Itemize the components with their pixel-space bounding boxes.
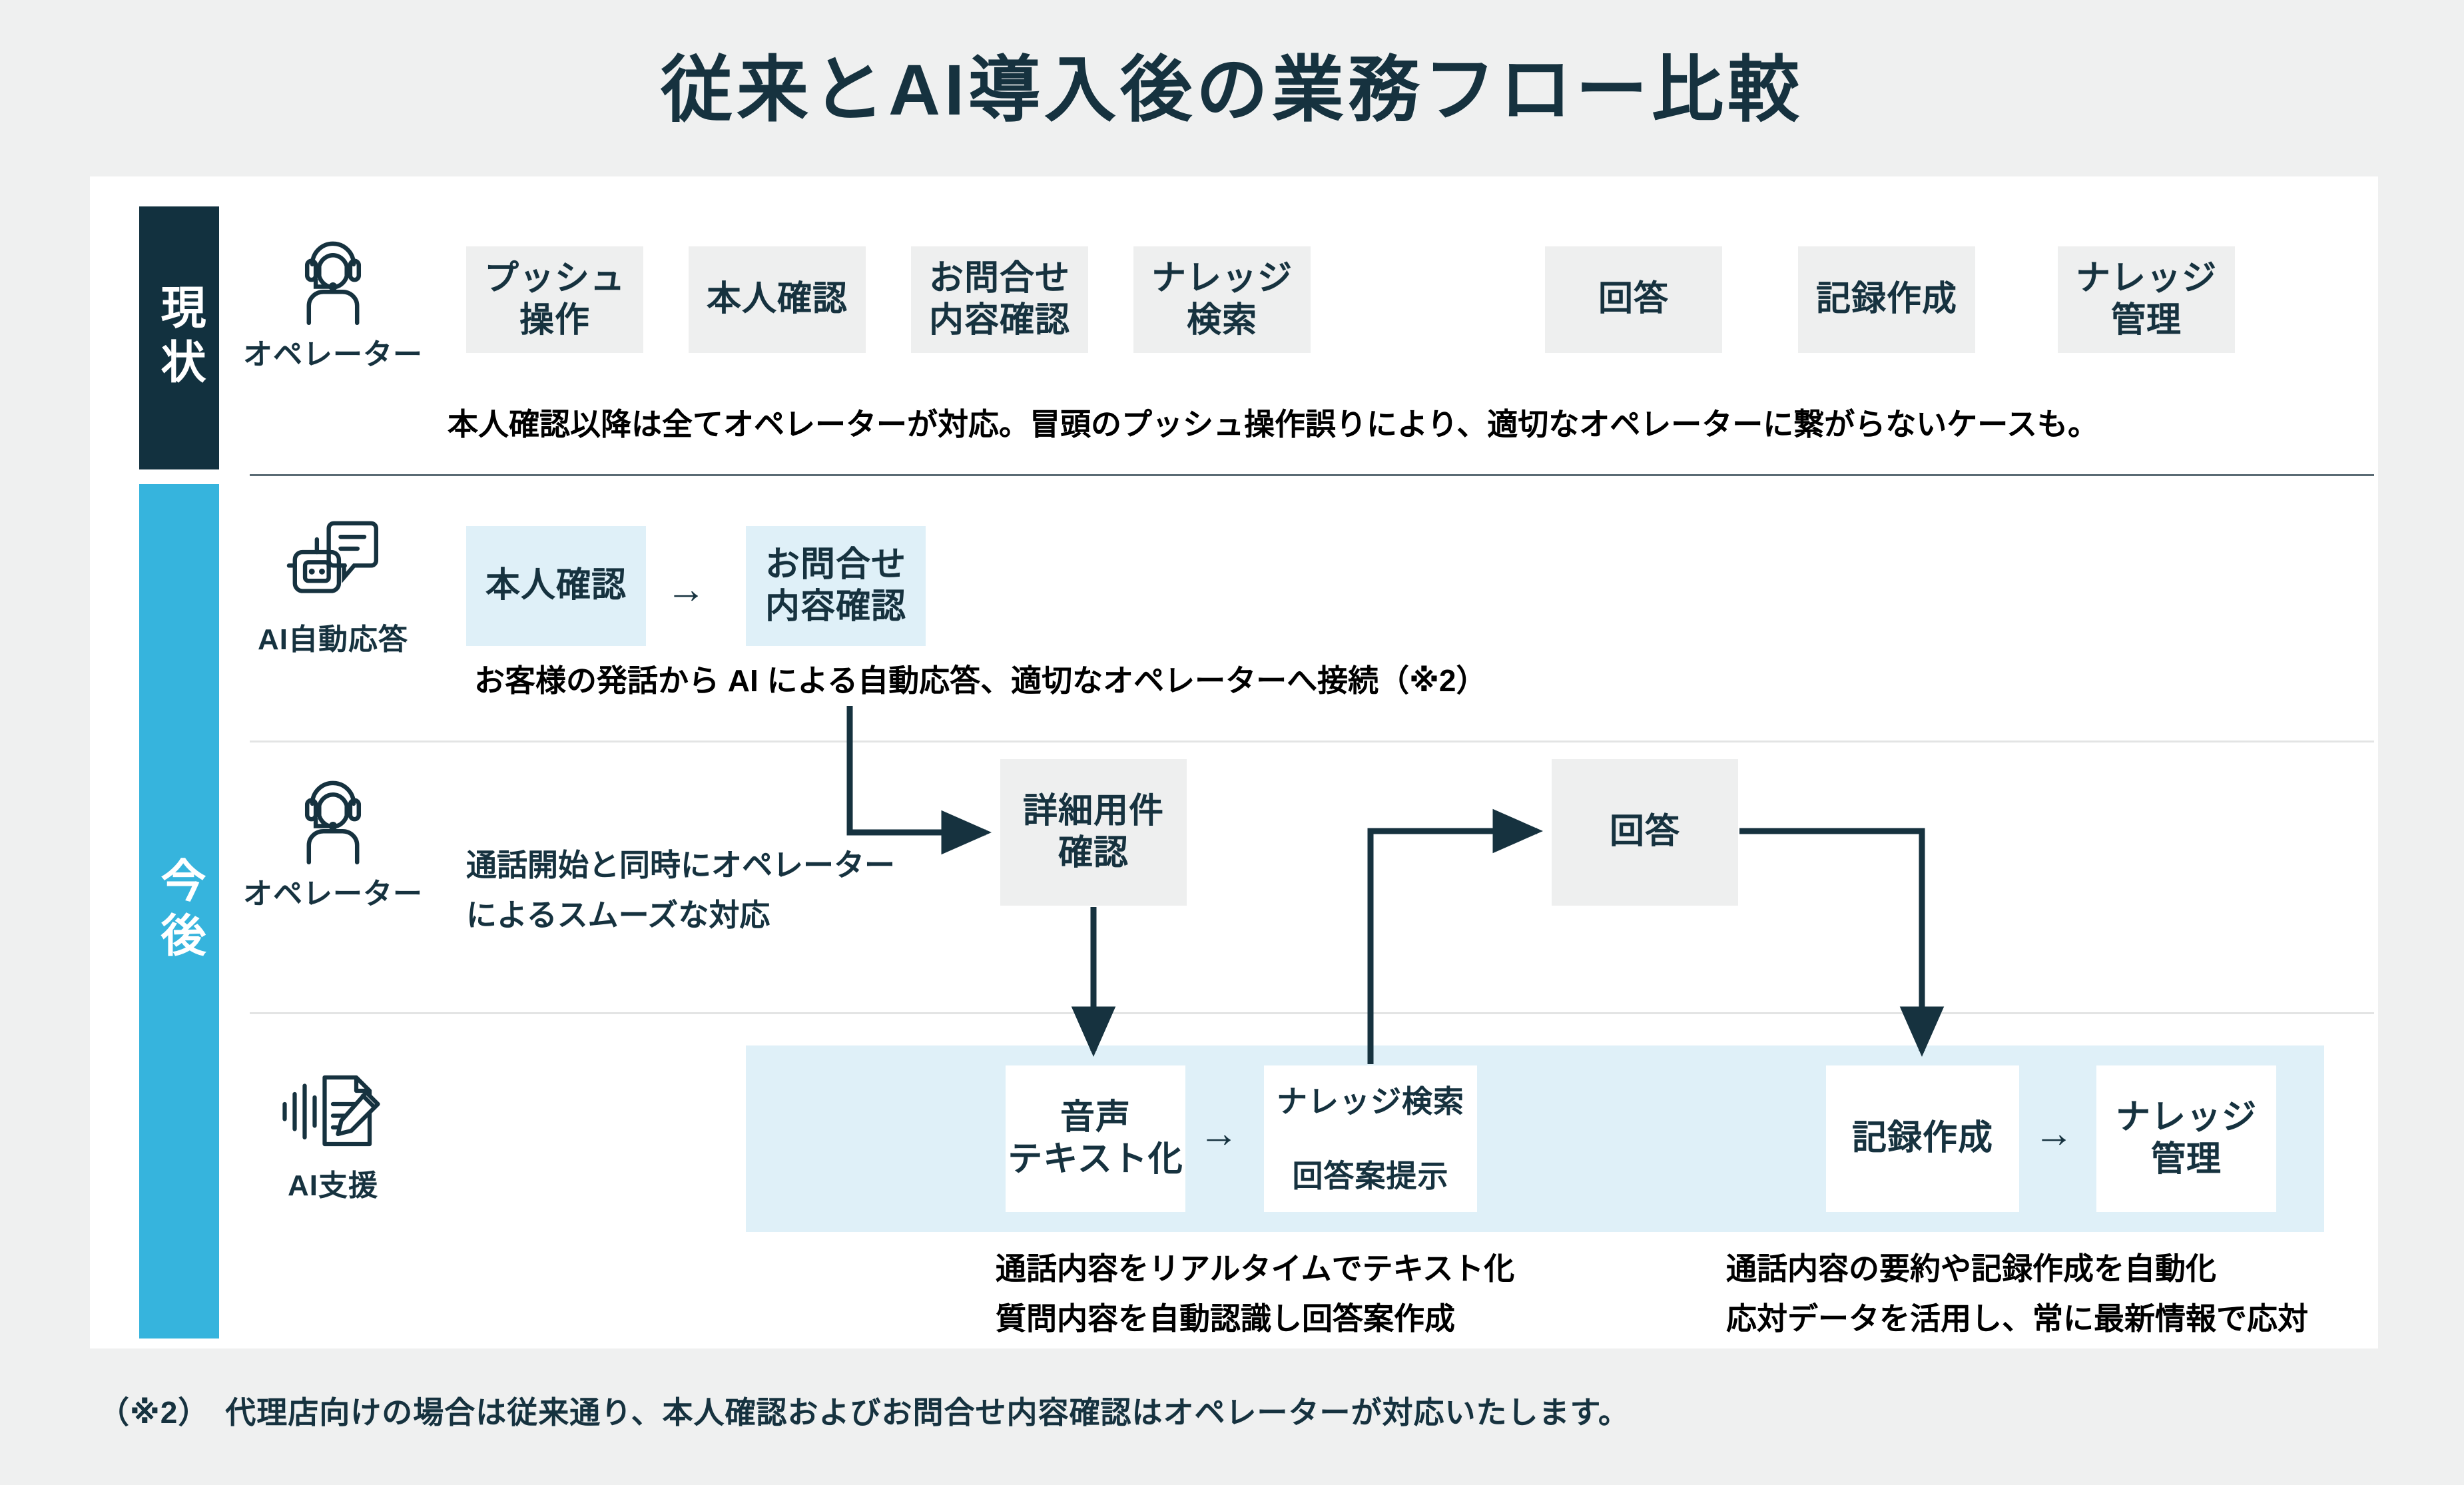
caption-ai-auto: お客様の発話から AI による自動応答、適切なオペレーターへ接続（※2） [474,663,1487,698]
footnote: （※2） 代理店向けの場合は従来通り、本人確認およびお問合せ内容確認はオペレータ… [99,1395,1630,1430]
role-ai-support: AI支援 [233,1064,433,1204]
role-label: AI支援 [288,1169,378,1202]
role-ai-auto: AI自動応答 [233,511,433,658]
role-future-operator: オペレーター [233,766,433,912]
voice-document-pencil-icon [282,1075,380,1147]
process-box-knowledge-management[interactable]: ナレッジ 管理 [2058,246,2235,353]
ai-box-identity-check[interactable]: 本人確認 [466,526,646,646]
process-box-answer[interactable]: 回答 [1545,246,1722,353]
process-box-record-creation[interactable]: 記録作成 [1798,246,1975,353]
role-current-operator: オペレーター [233,226,433,373]
role-label: AI自動応答 [258,623,408,656]
caption-current-operator: 本人確認以降は全てオペレーターが対応。冒頭のプッシュ操作誤りにより、適切なオペレ… [448,407,2098,442]
row-divider-future-operator [250,1012,2374,1014]
row-divider-current [250,474,2374,476]
row-divider-ai-auto [250,741,2374,742]
process-box-push-operation[interactable]: プッシュ 操作 [466,246,643,353]
stage-band-future-label: 今後 [154,856,204,966]
stage-band-future: 今後 [139,484,219,1338]
operator-headset-icon [304,780,362,865]
ai-box-knowledge-search-answer[interactable]: ナレッジ検索 回答案提示 [1264,1065,1477,1212]
process-box-detail-confirm[interactable]: 詳細用件 確認 [1000,759,1187,906]
process-box-inquiry-content[interactable]: お問合せ 内容確認 [911,246,1088,353]
ai-box-voice-to-text[interactable]: 音声 テキスト化 [1006,1065,1185,1212]
caption-ai-support-left: 通話内容をリアルタイムでテキスト化 質問内容を自動認識し回答案作成 [996,1251,1515,1336]
operator-headset-icon [304,241,362,326]
page-title: 従来とAI導入後の業務フロー比較 [660,49,1803,130]
ai-box-record-creation[interactable]: 記録作成 [1826,1065,2019,1212]
stage-band-current-label: 現状 [154,283,204,393]
caption-future-operator: 通話開始と同時にオペレーター によるスムーズな対応 [466,848,895,932]
arrow-voice-to-knowledge: → [1199,1111,1239,1155]
process-box-future-answer[interactable]: 回答 [1552,759,1738,906]
arrow-record-to-knowledge-mgmt: → [2034,1111,2074,1155]
ai-box-knowledge-management[interactable]: ナレッジ 管理 [2096,1065,2276,1212]
stage-band-current: 現状 [139,206,219,469]
chatbot-icon [286,521,379,593]
role-label: オペレーター [243,338,423,371]
caption-ai-support-right: 通話内容の要約や記録作成を自動化 応対データを活用し、常に最新情報で応対 [1726,1251,2308,1336]
arrow-identity-to-inquiry: → [666,567,706,611]
ai-support-band [746,1045,2324,1232]
process-box-identity-check[interactable]: 本人確認 [689,246,866,353]
ai-box-inquiry-content[interactable]: お問合せ 内容確認 [746,526,926,646]
role-label: オペレーター [243,878,423,910]
process-box-knowledge-search[interactable]: ナレッジ 検索 [1133,246,1311,353]
